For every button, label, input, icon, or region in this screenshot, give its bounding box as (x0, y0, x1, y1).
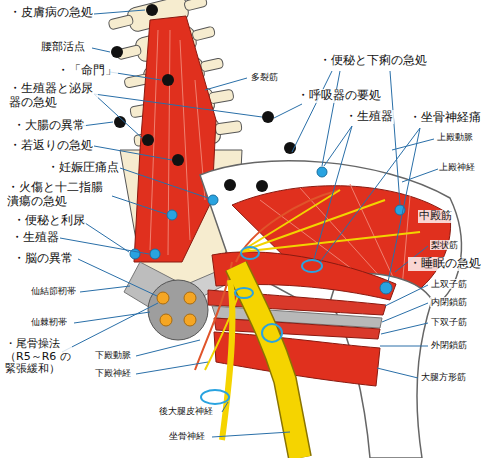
callout-label: ・大腸の異常 (12, 119, 86, 133)
callout-label: ・若返りの急処 (8, 139, 94, 153)
callout-label: 外閉鎖筋 (430, 340, 468, 350)
callout-label: ・脳の異常 (12, 252, 74, 266)
callout-label: 中殿筋 (418, 210, 453, 223)
callout-label: 多裂筋 (250, 72, 279, 82)
callout-label: ・火傷と十二指腸潰瘍の急処 (6, 181, 112, 209)
callout-label: ・生殖器と泌尿器の急処 (8, 82, 98, 110)
callout-label: 上殿神経 (438, 162, 476, 172)
callout-label: ・便秘と下痢の急処 (318, 54, 428, 68)
callout-label: 後大腿皮神経 (158, 406, 214, 416)
callout-label: ・坐骨神経痛 (408, 111, 482, 125)
callout-label: ・呼吸器の要処 (296, 89, 382, 103)
callout-label: ・睡眠の急処 (408, 257, 482, 271)
callout-label: 上殿動脈 (436, 132, 474, 142)
callout-label: 腰部活点 (40, 41, 86, 54)
callout-label: 梨状筋 (430, 240, 459, 250)
callout-label: 内閉鎖筋 (430, 297, 468, 307)
callout-label: 下殿神経 (94, 368, 132, 378)
callout-label: ・「命門」 (56, 64, 118, 78)
callout-label: 下殿動脈 (94, 350, 132, 360)
callout-label: 上双子筋 (430, 279, 468, 289)
callout-label: ・生殖器 (10, 231, 60, 245)
callout-label: ・生殖器 (344, 110, 394, 124)
callout-label: ・妊娠圧痛点 (46, 161, 120, 175)
callout-label: ・便秘と利尿 (12, 214, 86, 228)
callout-label: 坐骨神経 (168, 431, 206, 441)
callout-label: 大腿方形筋 (420, 372, 467, 382)
callout-label: 下双子筋 (430, 317, 468, 327)
callout-label: ・尾骨操法 （R5～R6 の緊張緩和） (4, 338, 72, 376)
callout-label: 仙結節靭帯 (30, 286, 77, 296)
callout-label: ・皮膚病の急処 (8, 6, 94, 20)
callout-label: 仙棘靭帯 (30, 317, 68, 327)
